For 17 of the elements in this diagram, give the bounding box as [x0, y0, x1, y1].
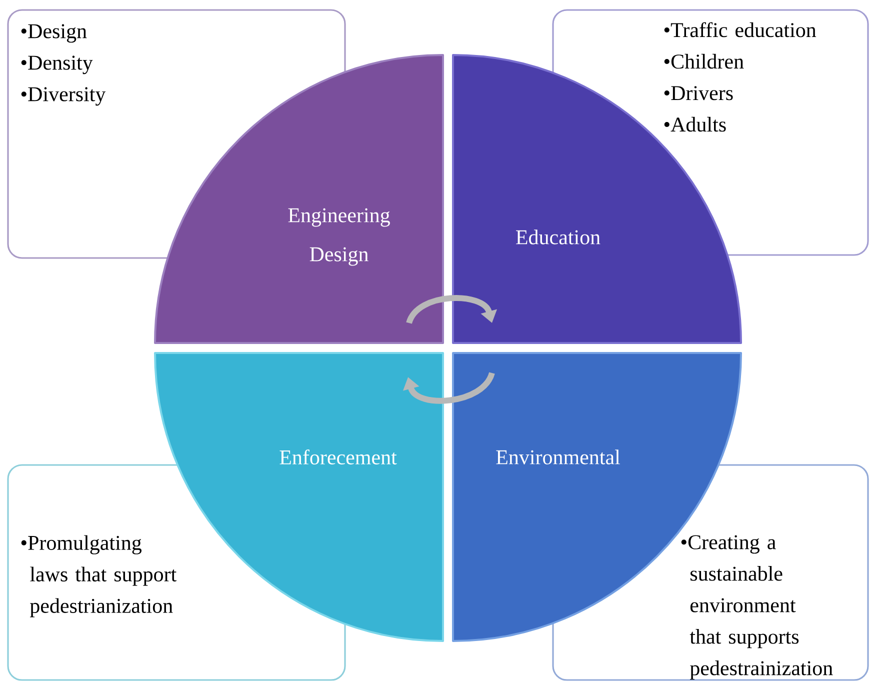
- list-item: •Promulgating laws that support pedestrianization: [21, 535, 176, 618]
- list-item: •Traffic education: [664, 22, 816, 38]
- list-item: •Adults: [664, 116, 726, 132]
- sector-label: Enforecement: [280, 450, 397, 464]
- quadrant-sector: [154, 54, 444, 344]
- quadrant-sector: [452, 54, 742, 344]
- list-item: •Drivers: [664, 86, 733, 100]
- list-item: •Diversity: [21, 87, 106, 106]
- list-item: •Design: [21, 24, 87, 43]
- list-item: •Density: [21, 56, 93, 74]
- list-item: •Creating a sustainable environment that supports pedestrainization: [681, 535, 833, 680]
- sector-label: Environmental: [496, 450, 620, 464]
- list-item: •Children: [664, 54, 744, 69]
- sector-label: Education: [516, 230, 600, 244]
- cycle-arrow: [406, 295, 498, 324]
- cycle-arrow: [402, 372, 495, 404]
- sector-label: Engineering Design: [288, 208, 390, 266]
